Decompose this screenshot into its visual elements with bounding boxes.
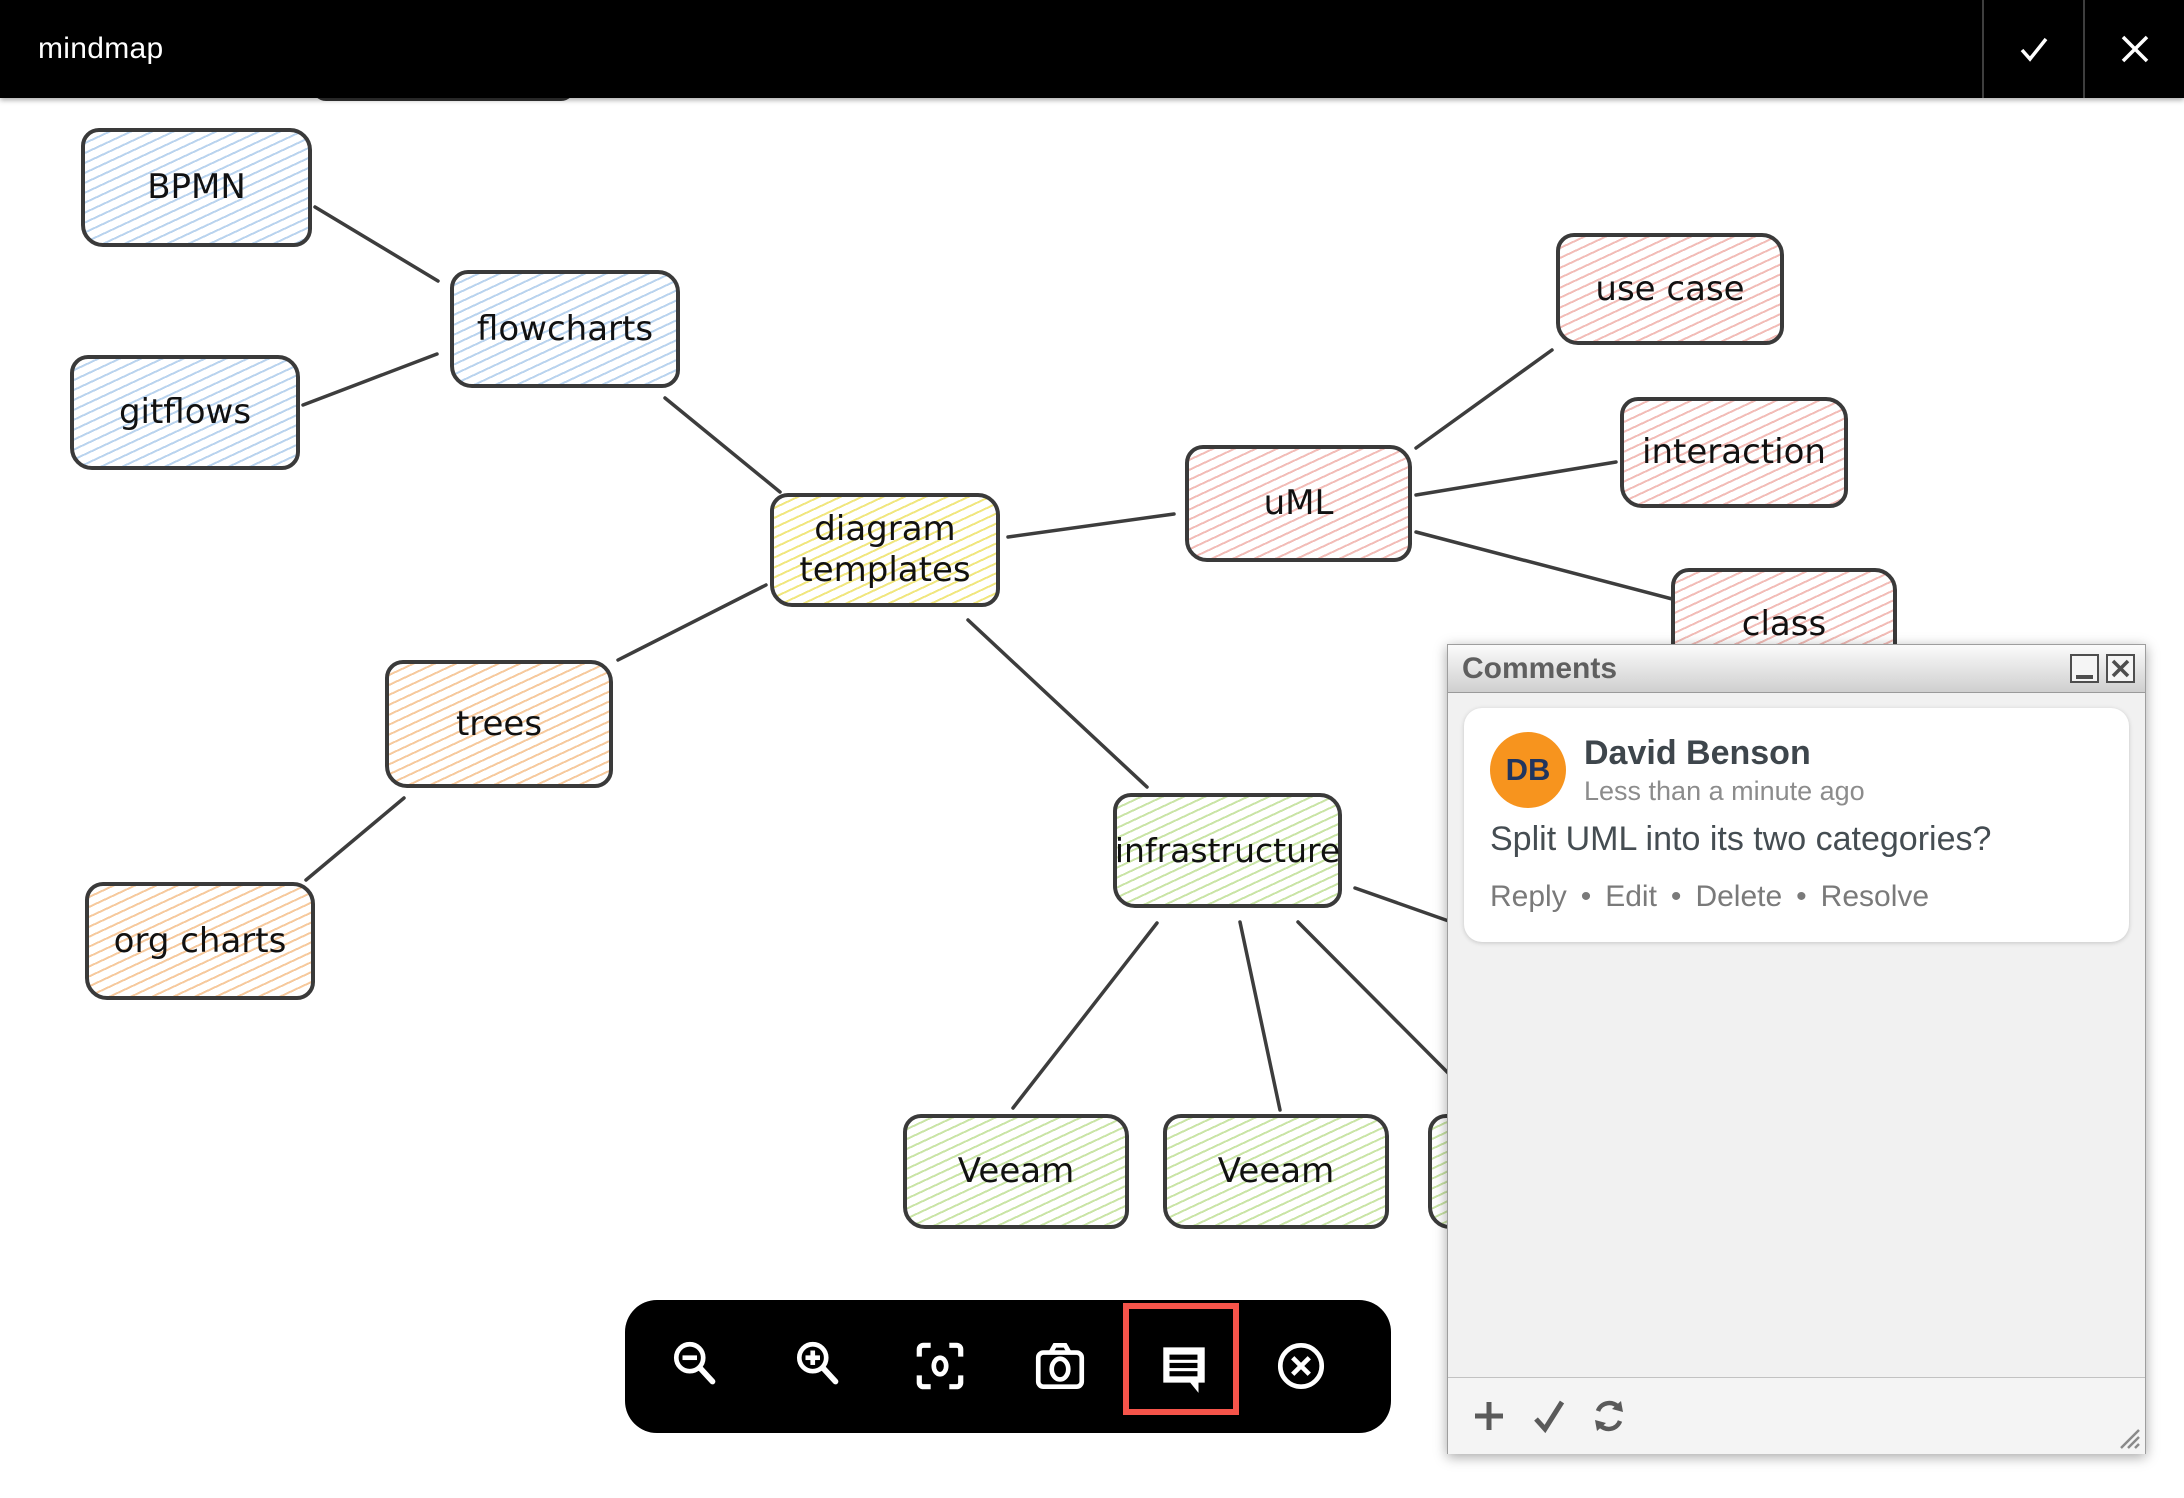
action-separator: • (1796, 880, 1807, 913)
check-icon (1534, 1400, 1565, 1434)
apply-button[interactable] (1984, 0, 2083, 98)
refresh-icon (1595, 1400, 1623, 1432)
node-infrastructure[interactable]: infrastructure (1113, 793, 1342, 908)
screenshot-button[interactable] (1028, 1334, 1092, 1398)
zoom-in-icon (796, 1341, 839, 1385)
minimize-icon (2076, 675, 2093, 679)
comments-list: DB David Benson Less than a minute ago S… (1448, 693, 2145, 1377)
refresh-comments-button[interactable] (1590, 1397, 1628, 1435)
plus-icon (1475, 1402, 1503, 1430)
comment-actions: Reply • Edit • Delete • Resolve (1490, 880, 1929, 914)
node-veeam-1[interactable]: Veeam (903, 1114, 1129, 1229)
camera-icon (1035, 1342, 1085, 1390)
panel-resize-handle[interactable] (2115, 1424, 2141, 1450)
comments-panel-title: Comments (1462, 651, 1618, 685)
reply-link[interactable]: Reply (1490, 880, 1567, 913)
comment-text: Split UML into its two categories? (1490, 820, 1992, 858)
node-diagram-templates[interactable]: diagram templates (770, 493, 1000, 607)
node-flowcharts[interactable]: flowcharts (450, 270, 680, 388)
comments-button[interactable] (1152, 1334, 1216, 1398)
close-circle-icon (1277, 1342, 1325, 1390)
comments-panel: Comments DB David Benson L (1447, 644, 2146, 1454)
resize-grip-icon (2120, 1429, 2140, 1449)
avatar: DB (1490, 732, 1566, 808)
fit-page-icon (916, 1342, 964, 1390)
title-bar-separator (2083, 0, 2085, 98)
page-title: mindmap (38, 32, 164, 65)
lightbox-toolbar (625, 1300, 1391, 1433)
title-bar: mindmap (0, 0, 2184, 98)
minimize-button[interactable] (2070, 654, 2099, 683)
node-org-charts[interactable]: org charts (85, 882, 315, 1000)
add-comment-button[interactable] (1470, 1397, 1508, 1435)
resolve-link[interactable]: Resolve (1820, 880, 1930, 913)
action-separator: • (1670, 880, 1682, 913)
delete-link[interactable]: Delete (1695, 880, 1783, 913)
comments-panel-header[interactable]: Comments (1448, 645, 2145, 693)
comment-timestamp: Less than a minute ago (1584, 776, 1865, 806)
show-resolved-button[interactable] (1530, 1397, 1568, 1435)
comment-card: DB David Benson Less than a minute ago S… (1464, 708, 2129, 942)
title-bar-actions (1982, 0, 2184, 98)
comment-author: David Benson (1584, 734, 1811, 772)
check-icon (2020, 37, 2047, 62)
title-bar-separator (1982, 0, 1984, 98)
node-bpmn[interactable]: BPMN (81, 128, 312, 247)
node-use-case[interactable]: use case (1556, 233, 1784, 345)
node-uml[interactable]: uML (1185, 445, 1412, 562)
exit-lightbox-button[interactable] (1269, 1334, 1333, 1398)
node-interaction[interactable]: interaction (1620, 397, 1848, 508)
edit-link[interactable]: Edit (1605, 880, 1657, 913)
comment-icon (1163, 1347, 1205, 1393)
node-gitflows[interactable]: gitflows (70, 355, 300, 470)
close-button[interactable] (2085, 0, 2184, 98)
reset-view-button[interactable] (908, 1334, 972, 1398)
action-separator: • (1580, 880, 1592, 913)
node-trees[interactable]: trees (385, 660, 613, 788)
node-veeam-2[interactable]: Veeam (1163, 1114, 1389, 1229)
comments-panel-footer (1448, 1377, 2145, 1454)
close-icon (2121, 35, 2148, 63)
window-buttons (2070, 654, 2135, 683)
close-icon (2111, 659, 2130, 678)
zoom-out-icon (673, 1341, 716, 1385)
zoom-in-button[interactable] (788, 1334, 852, 1398)
zoom-out-button[interactable] (665, 1334, 729, 1398)
close-panel-button[interactable] (2106, 654, 2135, 683)
